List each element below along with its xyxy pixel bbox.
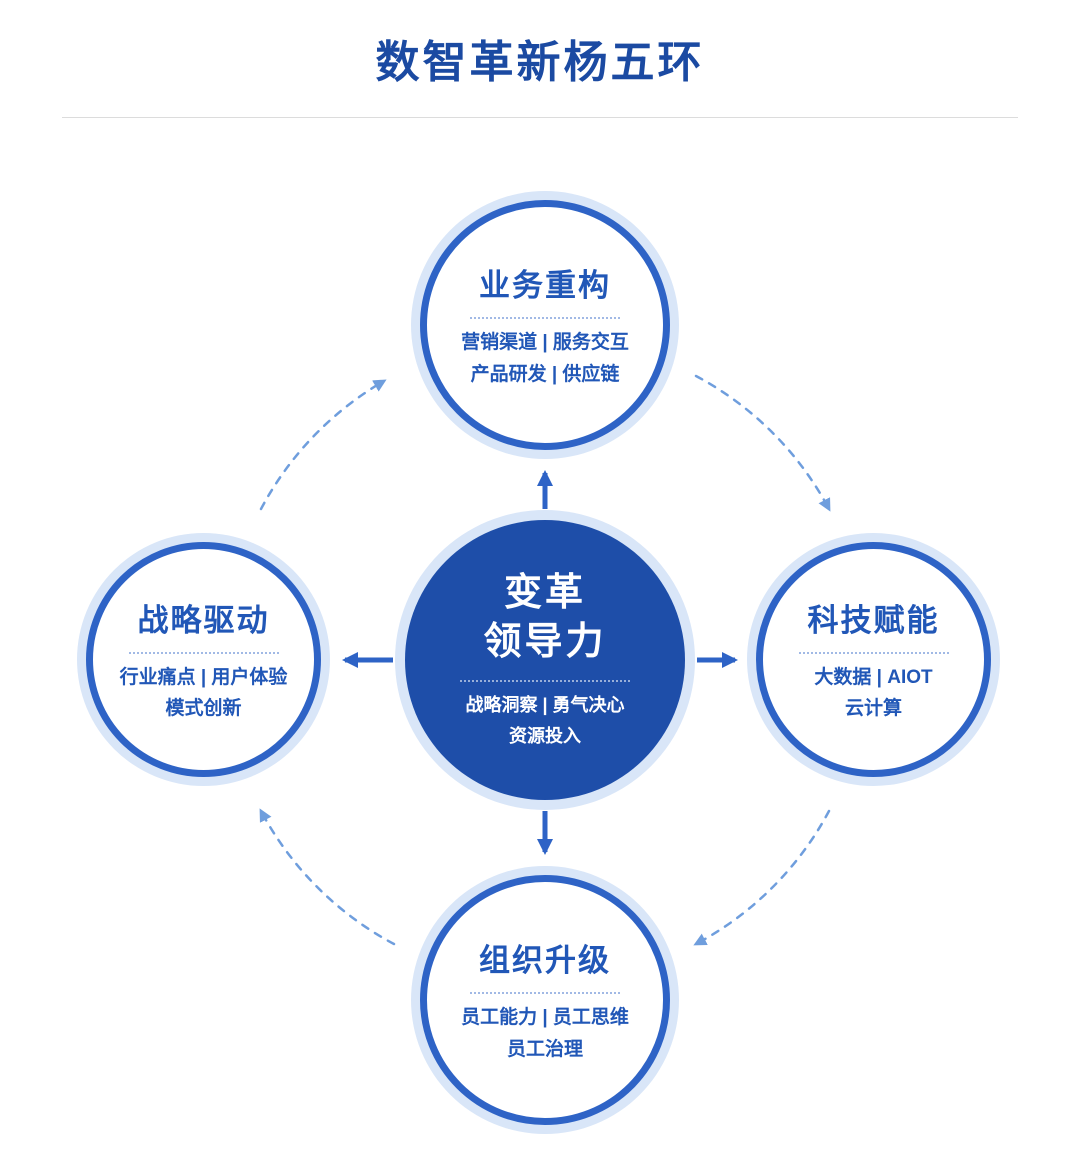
center-node: 变革 领导力 战略洞察 | 勇气决心 资源投入: [405, 520, 685, 800]
node-dotted-divider: [798, 651, 949, 654]
node-organization-upgrade: 组织升级 员工能力 | 员工思维 员工治理: [420, 875, 670, 1125]
center-sub-line1: 战略洞察 | 勇气决心: [465, 695, 625, 716]
node-tech-empowerment: 科技赋能 大数据 | AIOT 云计算: [756, 542, 991, 777]
node-sub-line2: 产品研发 | 供应链: [470, 363, 620, 385]
node-dotted-divider: [128, 651, 279, 654]
node-sub-line2: 云计算: [844, 698, 902, 719]
node-strategy-driven: 战略驱动 行业痛点 | 用户体验 模式创新: [86, 542, 321, 777]
node-sub-line1: 营销渠道 | 服务交互: [461, 332, 629, 354]
center-dotted-divider: [460, 680, 630, 683]
node-title: 组织升级: [479, 943, 611, 979]
node-sub-line1: 员工能力 | 员工思维: [461, 1007, 629, 1029]
node-sub-line1: 大数据 | AIOT: [814, 666, 933, 688]
node-title: 业务重构: [479, 268, 611, 304]
arc-left-to-top-icon: [259, 379, 387, 511]
node-sub-line2: 员工治理: [506, 1038, 583, 1060]
arc-bottom-to-left-icon: [259, 808, 396, 946]
node-dotted-divider: [470, 992, 620, 995]
title-divider: [62, 117, 1018, 118]
node-business-restructure: 业务重构 营销渠道 | 服务交互 产品研发 | 供应链: [420, 200, 670, 450]
node-sub-line1: 行业痛点 | 用户体验: [119, 666, 288, 688]
center-title-line2: 领导力: [483, 620, 607, 663]
node-dotted-divider: [470, 317, 620, 320]
node-title: 科技赋能: [807, 602, 940, 638]
node-title: 战略驱动: [137, 602, 270, 638]
node-sub-line2: 模式创新: [165, 698, 242, 719]
arc-right-to-bottom-icon: [693, 809, 831, 946]
page-title: 数智革新杨五环: [375, 38, 705, 87]
center-title-line1: 变革: [503, 571, 586, 614]
center-sub-line2: 资源投入: [509, 725, 581, 746]
arc-top-to-right-icon: [694, 374, 831, 512]
